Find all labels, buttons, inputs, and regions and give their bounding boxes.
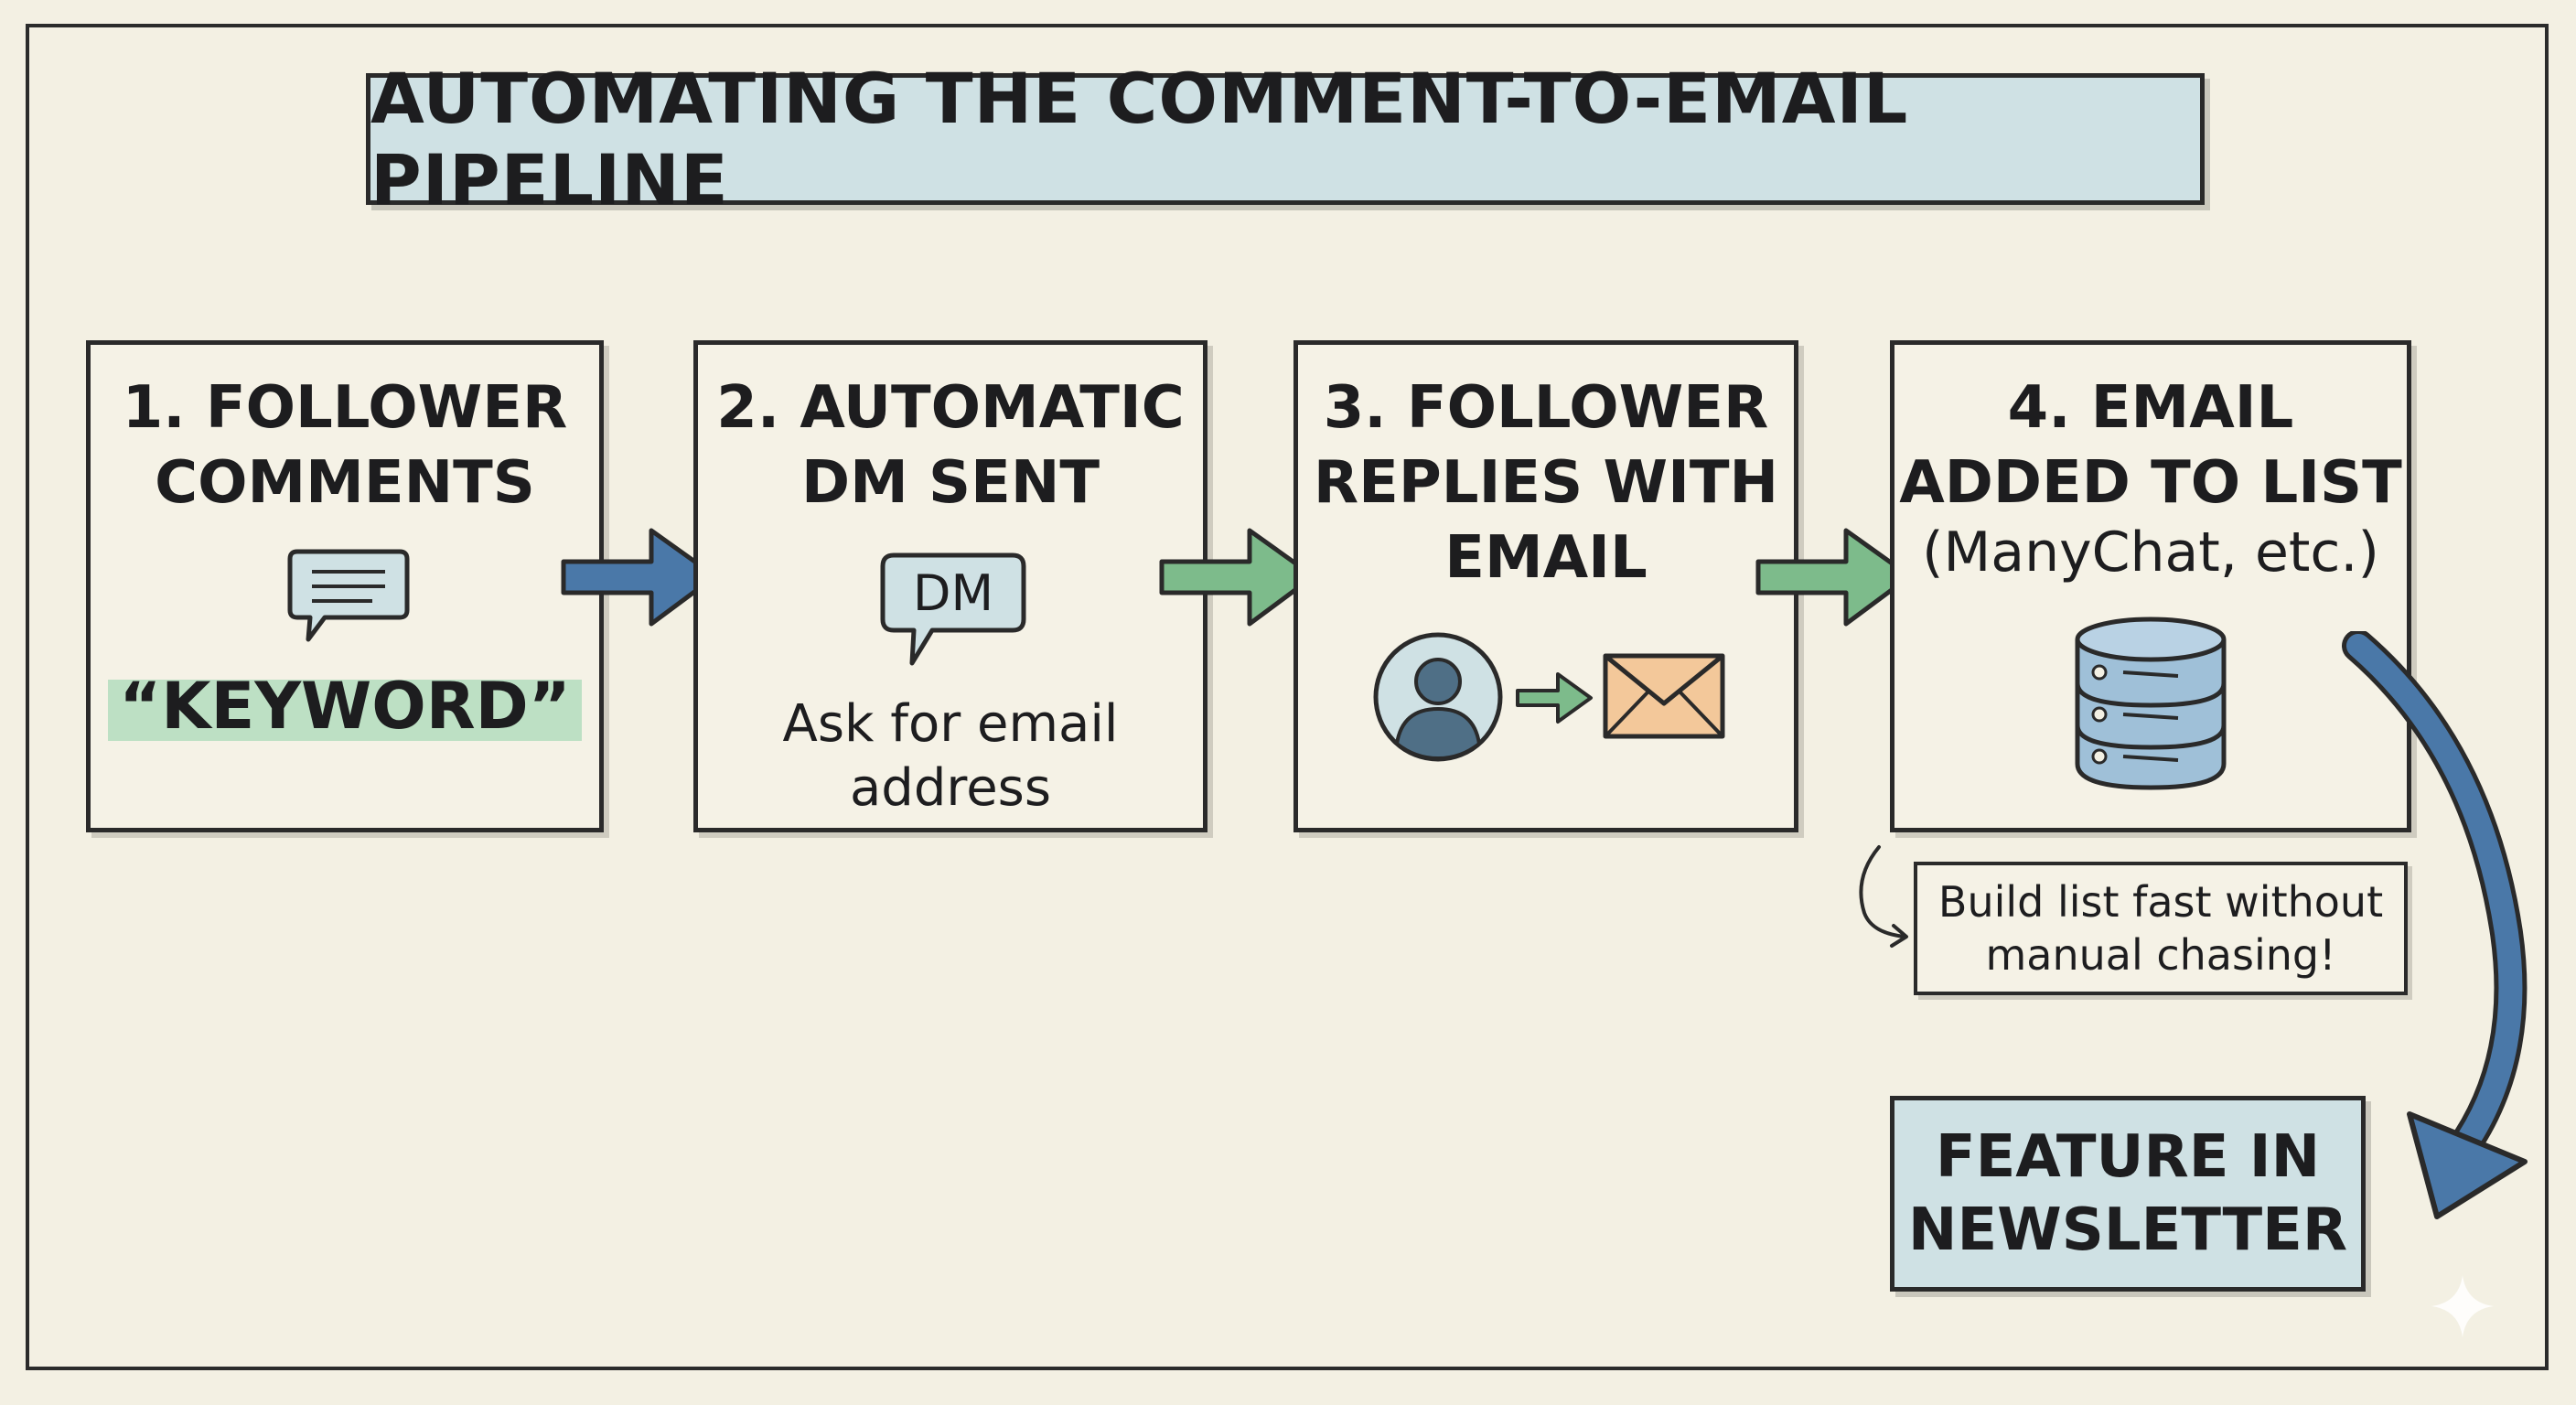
- note-text: Build list fast without manual chasing!: [1937, 877, 2384, 980]
- keyword-label: “KEYWORD”: [108, 665, 582, 747]
- title-banner: AUTOMATING THE COMMENT-TO-EMAIL PIPELINE: [366, 58, 2205, 220]
- user-avatar-icon: [1373, 632, 1503, 762]
- dm-bubble-icon: DM: [880, 552, 1026, 666]
- page-title: AUTOMATING THE COMMENT-TO-EMAIL PIPELINE: [370, 58, 1909, 220]
- sparkle-icon: [2431, 1275, 2494, 1337]
- step-2-subtitle: Ask for email address: [782, 694, 1119, 818]
- step-2-title: 2. AUTOMATIC DM SENT: [716, 374, 1185, 517]
- dm-icon-text: DM: [913, 564, 993, 622]
- curved-arrow-icon: [2342, 631, 2528, 1219]
- final-step-box: FEATURE IN NEWSLETTER: [1890, 1096, 2366, 1292]
- database-icon: [2075, 617, 2227, 790]
- note-box: Build list fast without manual chasing!: [1914, 862, 2408, 995]
- arrow-right-icon: [1516, 672, 1593, 724]
- step-1-box: 1. FOLLOWER COMMENTS “KEYWORD”: [86, 340, 604, 832]
- step-1-title: 1. FOLLOWER COMMENTS: [122, 374, 568, 517]
- final-step-label: FEATURE IN NEWSLETTER: [1907, 1123, 2348, 1264]
- step-4-box: 4. EMAIL ADDED TO LIST (ManyChat, etc.): [1890, 340, 2411, 832]
- arrow-right-icon: [561, 528, 718, 627]
- envelope-icon: [1603, 653, 1725, 739]
- arrow-right-icon: [1159, 528, 1316, 627]
- curved-pointer-icon: [1859, 845, 1908, 948]
- arrow-right-icon: [1755, 528, 1913, 627]
- keyword-container: “KEYWORD”: [91, 665, 599, 747]
- comment-bubble-icon: [287, 549, 410, 642]
- step-4-title: 4. EMAIL ADDED TO LIST: [1899, 374, 2402, 517]
- step-4-subtitle: (ManyChat, etc.): [1922, 520, 2379, 585]
- step-3-title: 3. FOLLOWER REPLIES WITH EMAIL: [1313, 374, 1779, 592]
- step-2-box: 2. AUTOMATIC DM SENT DM Ask for email ad…: [693, 340, 1208, 832]
- step-3-box: 3. FOLLOWER REPLIES WITH EMAIL: [1293, 340, 1798, 832]
